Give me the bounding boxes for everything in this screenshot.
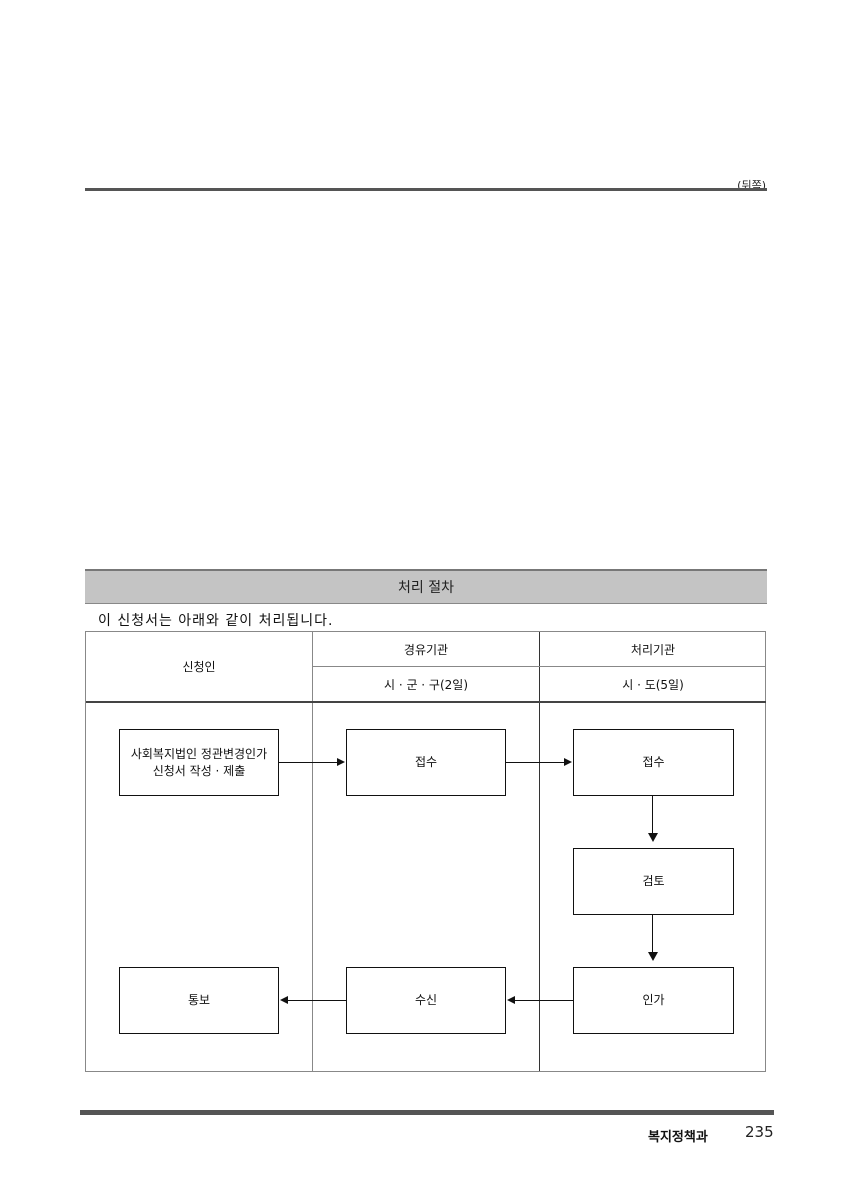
approval-step: 인가 [573,967,734,1034]
arrow-submit-to-receive [279,762,338,763]
applicant-column-header: 신청인 [182,660,216,674]
arrowhead-right-icon [337,758,345,766]
arrowhead-down-icon [648,952,658,961]
review-label: 검토 [642,874,665,888]
via-agency-header: 경유기관 [403,642,449,657]
processing-agency-header: 처리기관 [630,642,676,657]
procedure-flow-table: 신청인 경유기관 시 · 군 · 구(2일) 처리기관 시 · 도(5일) 사회… [85,631,766,1072]
procedure-intro: 이 신청서는 아래와 같이 처리됩니다. [98,613,334,629]
page-number: 235 [745,1123,774,1141]
footer-department: 복지정책과 [648,1130,708,1145]
notification-step: 통보 [119,967,279,1034]
reception-step: 수신 [346,967,506,1034]
column-divider [539,632,540,1071]
via-receive-step: 접수 [346,729,506,796]
header-bottom-rule [86,701,766,703]
notification-label: 통보 [187,993,211,1007]
submit-step-line2: 신청서 작성 · 제출 [152,763,246,778]
processing-receive-label: 접수 [642,755,665,769]
submit-application-step: 사회복지법인 정관변경인가 신청서 작성 · 제출 [119,729,279,796]
arrow-receive-to-review [652,796,653,833]
arrow-approval-to-reception [515,1000,573,1001]
arrowhead-right-icon [564,758,572,766]
arrow-receive-to-processing [506,762,565,763]
via-agency-subheader: 시 · 군 · 구(2일) [383,677,469,692]
arrowhead-left-icon [280,996,288,1004]
reception-label: 수신 [414,993,438,1007]
submit-step-line1: 사회복지법인 정관변경인가 [130,746,268,761]
header-subdivider [313,666,766,667]
via-receive-label: 접수 [414,755,438,769]
footer-divider [80,1110,774,1115]
review-step: 검토 [573,848,734,915]
procedure-header: 처리 절차 [85,569,767,604]
arrowhead-left-icon [507,996,515,1004]
procedure-title: 처리 절차 [398,580,454,596]
arrowhead-down-icon [648,833,658,842]
processing-receive-step: 접수 [573,729,734,796]
approval-label: 인가 [642,993,665,1007]
top-divider [85,188,767,191]
processing-agency-subheader: 시 · 도(5일) [622,677,684,692]
arrow-review-to-approval [652,915,653,952]
arrow-reception-to-notification [288,1000,346,1001]
column-divider [312,632,313,1071]
